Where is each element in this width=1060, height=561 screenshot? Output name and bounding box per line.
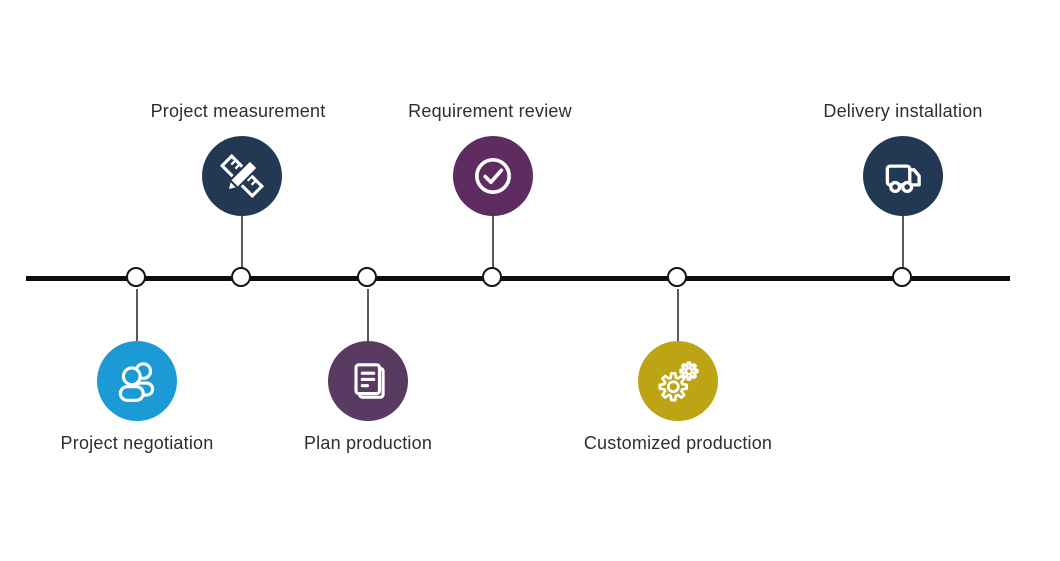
step-label: Project measurement xyxy=(150,101,326,121)
gears-icon xyxy=(658,361,699,402)
step-connector-line xyxy=(241,216,243,268)
customized-production-circle xyxy=(638,341,718,421)
step-connector-line xyxy=(367,289,369,341)
step-connector-line xyxy=(136,289,138,341)
timeline-node xyxy=(126,267,146,287)
step-label: Customized production xyxy=(583,433,773,453)
timeline-node xyxy=(231,267,251,287)
timeline-node xyxy=(482,267,502,287)
step-label: Plan production xyxy=(303,433,433,453)
project-measurement-circle xyxy=(202,136,282,216)
step-connector-line xyxy=(492,216,494,268)
timeline-node xyxy=(667,267,687,287)
timeline-axis-line xyxy=(26,276,1010,281)
truck-icon xyxy=(885,164,921,193)
document-icon xyxy=(354,363,385,399)
step-label: Project negotiation xyxy=(60,433,214,453)
check-circle-icon xyxy=(475,158,511,194)
plan-production-circle xyxy=(328,341,408,421)
ruler-pencil-icon xyxy=(219,153,265,199)
requirement-review-circle xyxy=(453,136,533,216)
project-negotiation-circle xyxy=(97,341,177,421)
delivery-installation-circle xyxy=(863,136,943,216)
step-connector-line xyxy=(902,216,904,268)
people-icon xyxy=(118,362,155,402)
step-connector-line xyxy=(677,289,679,341)
timeline-node xyxy=(892,267,912,287)
step-label: Requirement review xyxy=(408,101,572,121)
step-label: Delivery installation xyxy=(823,101,983,121)
timeline-node xyxy=(357,267,377,287)
